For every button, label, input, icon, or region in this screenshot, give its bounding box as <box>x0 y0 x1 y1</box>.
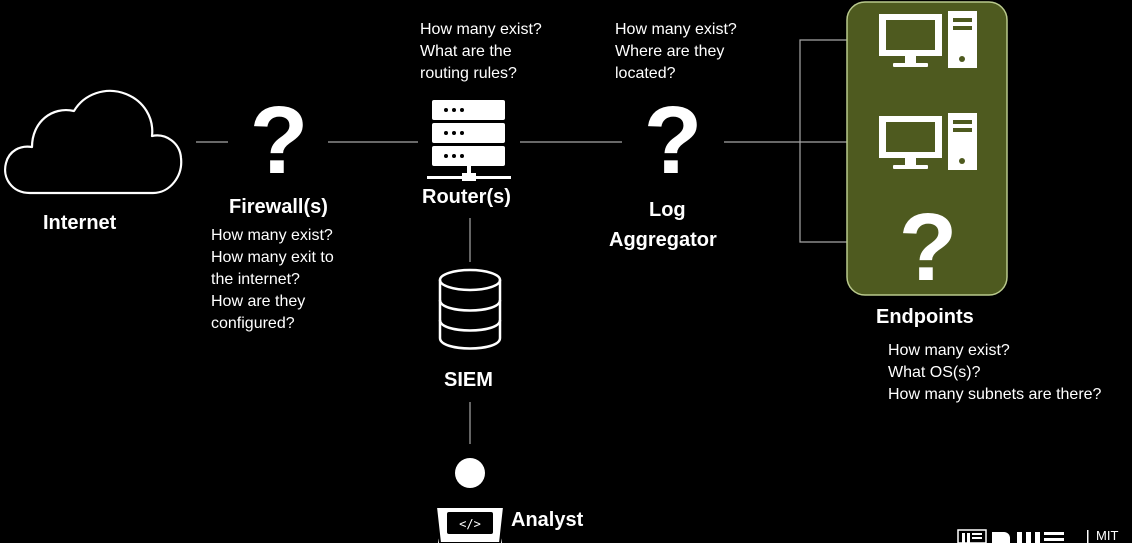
siem-label: SIEM <box>444 369 493 391</box>
router-questions: How many exist? What are the routing rul… <box>420 19 542 85</box>
question-mark-icon: ? <box>250 87 309 194</box>
question-mark-icon: ? <box>644 87 703 194</box>
internet-label: Internet <box>43 212 117 234</box>
question-line: routing rules? <box>420 65 517 82</box>
database-icon <box>438 268 502 350</box>
analyst-label: Analyst <box>511 509 584 531</box>
user-laptop-icon: </> <box>434 458 506 543</box>
footer-logo-text: MIT <box>1096 528 1119 543</box>
endpoints-group-panel <box>846 1 1008 296</box>
desktop-computer-icon <box>879 113 977 170</box>
question-line: located? <box>615 65 676 82</box>
cloud-icon <box>4 89 183 195</box>
router-label: Router(s) <box>422 186 511 208</box>
question-line: How many subnets are there? <box>888 386 1102 403</box>
question-line: How many exit to <box>211 249 334 266</box>
firewall-questions: How many exist? How many exit to the int… <box>211 225 334 335</box>
firewall-label: Firewall(s) <box>229 196 328 218</box>
question-line: Where are they <box>615 43 725 60</box>
question-line: How are they <box>211 293 306 310</box>
question-line: What are the <box>420 43 512 60</box>
question-line: How many exist? <box>888 342 1010 359</box>
question-line: How many exist? <box>615 21 737 38</box>
log-aggregator-label-line1: Log <box>649 199 686 221</box>
log-aggregator-label-line2: Aggregator <box>609 229 717 251</box>
question-line: How many exist? <box>420 21 542 38</box>
svg-text:</>: </> <box>459 517 481 531</box>
server-rack-icon <box>427 100 511 181</box>
footer-logo <box>957 529 1089 543</box>
log-aggregator-questions: How many exist? Where are they located? <box>615 19 737 85</box>
question-line: the internet? <box>211 271 300 288</box>
endpoints-questions: How many exist? What OS(s)? How many sub… <box>888 340 1101 406</box>
desktop-computer-icon <box>879 11 977 68</box>
question-line: How many exist? <box>211 227 333 244</box>
question-mark-icon: ? <box>899 194 958 301</box>
endpoints-label: Endpoints <box>876 306 974 328</box>
question-line: configured? <box>211 315 295 332</box>
connector-endpoints-bracket <box>799 39 878 243</box>
question-line: What OS(s)? <box>888 364 981 381</box>
